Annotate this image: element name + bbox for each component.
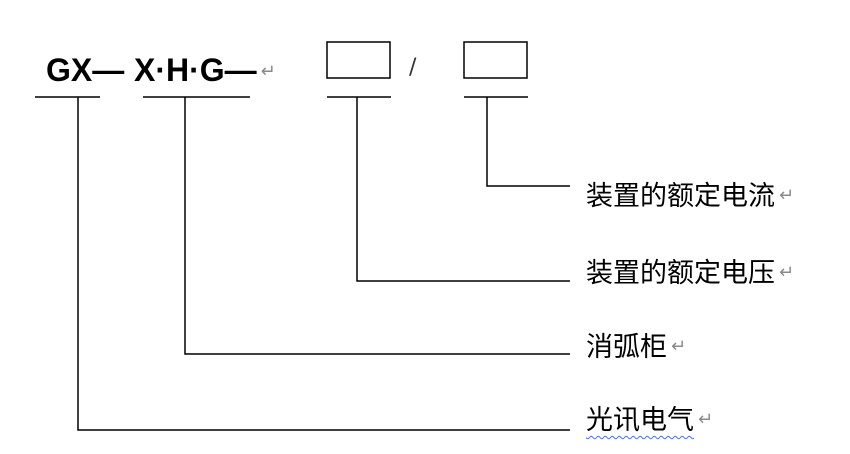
label-brand-text: 光讯电气	[586, 405, 694, 436]
label-arc-suppression-text: 消弧柜	[586, 332, 667, 363]
code-segment-gx-text: GX—	[46, 52, 125, 88]
label-arc-suppression: 消弧柜↵	[586, 331, 686, 364]
label-rated-voltage: 装置的额定电压↵	[586, 257, 794, 290]
leader-brand	[77, 97, 570, 431]
code-separator: /	[409, 55, 417, 80]
paragraph-mark-icon: ↵	[698, 409, 714, 430]
code-segment-xhg-text: X·H·G—	[134, 52, 257, 88]
paragraph-mark-icon: ↵	[779, 262, 795, 283]
leader-rated-voltage	[356, 97, 570, 282]
paragraph-mark-icon: ↵	[779, 185, 795, 206]
leader-arc-suppression	[184, 97, 570, 355]
label-rated-current-text: 装置的额定电流	[586, 181, 775, 212]
label-brand: 光讯电气↵	[586, 404, 713, 437]
paragraph-mark-icon: ↵	[671, 336, 687, 357]
code-segment-xhg: X·H·G—↵	[134, 52, 276, 89]
current-placeholder-box	[463, 41, 528, 79]
paragraph-mark-icon: ↵	[260, 61, 276, 81]
label-rated-voltage-text: 装置的额定电压	[586, 258, 775, 289]
leader-rated-current	[486, 97, 570, 187]
code-segment-gx: GX—	[46, 52, 124, 88]
label-rated-current: 装置的额定电流↵	[586, 180, 794, 213]
voltage-placeholder-box	[326, 41, 391, 79]
